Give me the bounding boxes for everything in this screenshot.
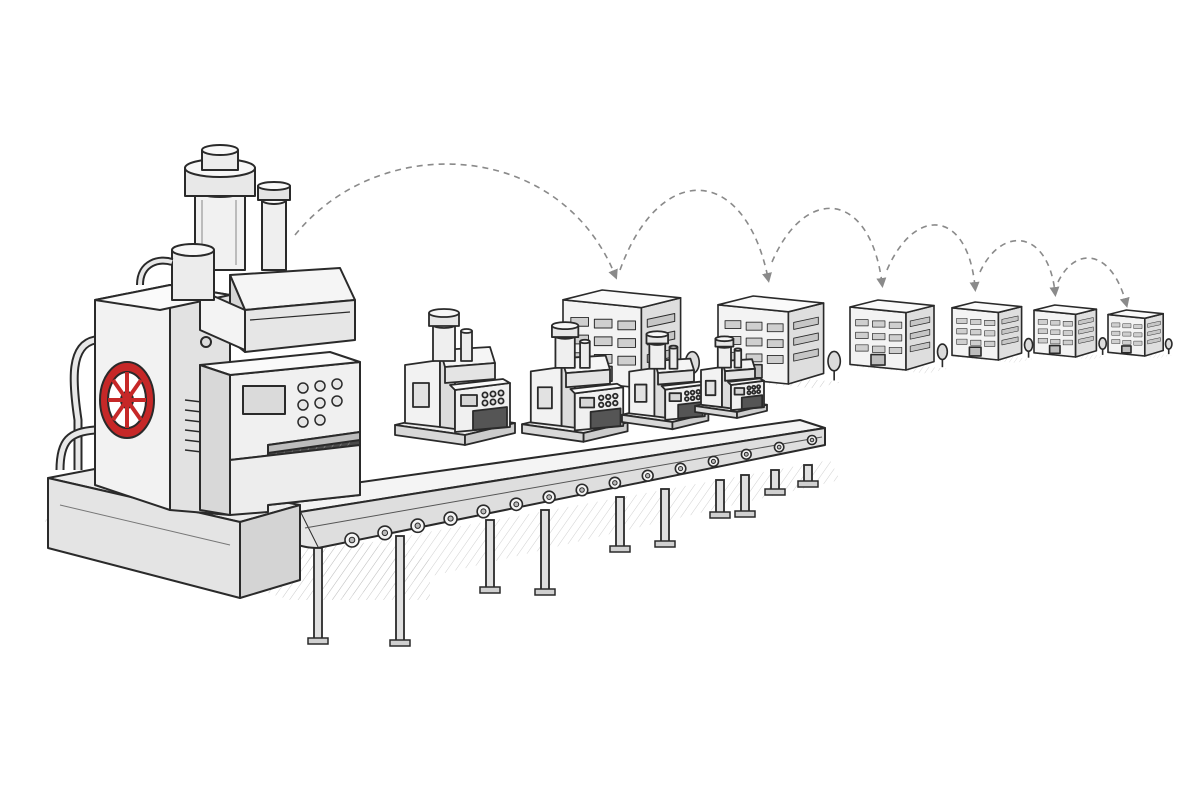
conveyor-leg	[734, 474, 756, 518]
conveyor-leg	[534, 509, 556, 596]
conveyor-roller	[410, 518, 426, 534]
mini-machine	[694, 335, 768, 419]
arc-arrow-3	[771, 207, 887, 288]
arc-arrow-5	[979, 239, 1060, 297]
console-screen	[242, 385, 286, 415]
mini-machine	[521, 321, 629, 443]
office-building	[1033, 304, 1108, 360]
red-wheel	[99, 361, 155, 439]
arc-arrow-4	[886, 224, 980, 292]
conveyor-leg	[709, 479, 731, 519]
arc-arrow-1	[294, 163, 618, 280]
console-buttons	[297, 378, 343, 428]
top-cylinder-small	[257, 181, 291, 271]
conveyor-roller	[674, 462, 687, 475]
conveyor-leg	[479, 519, 501, 594]
conveyor-roller	[773, 441, 785, 453]
side-tank	[136, 243, 215, 301]
conveyor-roller	[575, 483, 589, 497]
arc-arrow-2	[619, 189, 772, 283]
conveyor-legs	[307, 464, 819, 647]
machine-base-side	[239, 504, 301, 599]
conveyor-roller	[806, 434, 818, 446]
conveyor-roller	[740, 448, 752, 460]
conveyor-roller	[542, 490, 556, 504]
conveyor-roller	[707, 455, 720, 468]
conveyor-leg	[764, 469, 786, 496]
conveyor-roller	[344, 532, 360, 548]
conveyor-leg	[609, 496, 631, 553]
conveyor-roller	[641, 469, 654, 482]
conveyor-roller	[476, 504, 491, 519]
office-building	[849, 299, 949, 374]
mini-machines	[394, 308, 768, 446]
conveyor-leg	[307, 547, 329, 645]
mini-machine	[394, 308, 516, 446]
office-building	[1107, 309, 1173, 359]
conveyor-leg	[389, 535, 411, 647]
conveyor-rollers	[344, 434, 818, 548]
arc-arrow-6	[1057, 257, 1130, 308]
conveyor-leg	[797, 464, 819, 488]
main-machine	[47, 144, 361, 599]
conveyor-roller	[608, 476, 622, 490]
top-cylinder-main	[184, 144, 256, 271]
conveyor-leg	[654, 488, 676, 548]
dashed-arrow-path	[294, 163, 1130, 308]
conveyor-roller	[377, 525, 393, 541]
conveyor-roller	[509, 497, 524, 512]
office-building	[951, 301, 1034, 363]
conveyor-roller	[443, 511, 458, 526]
